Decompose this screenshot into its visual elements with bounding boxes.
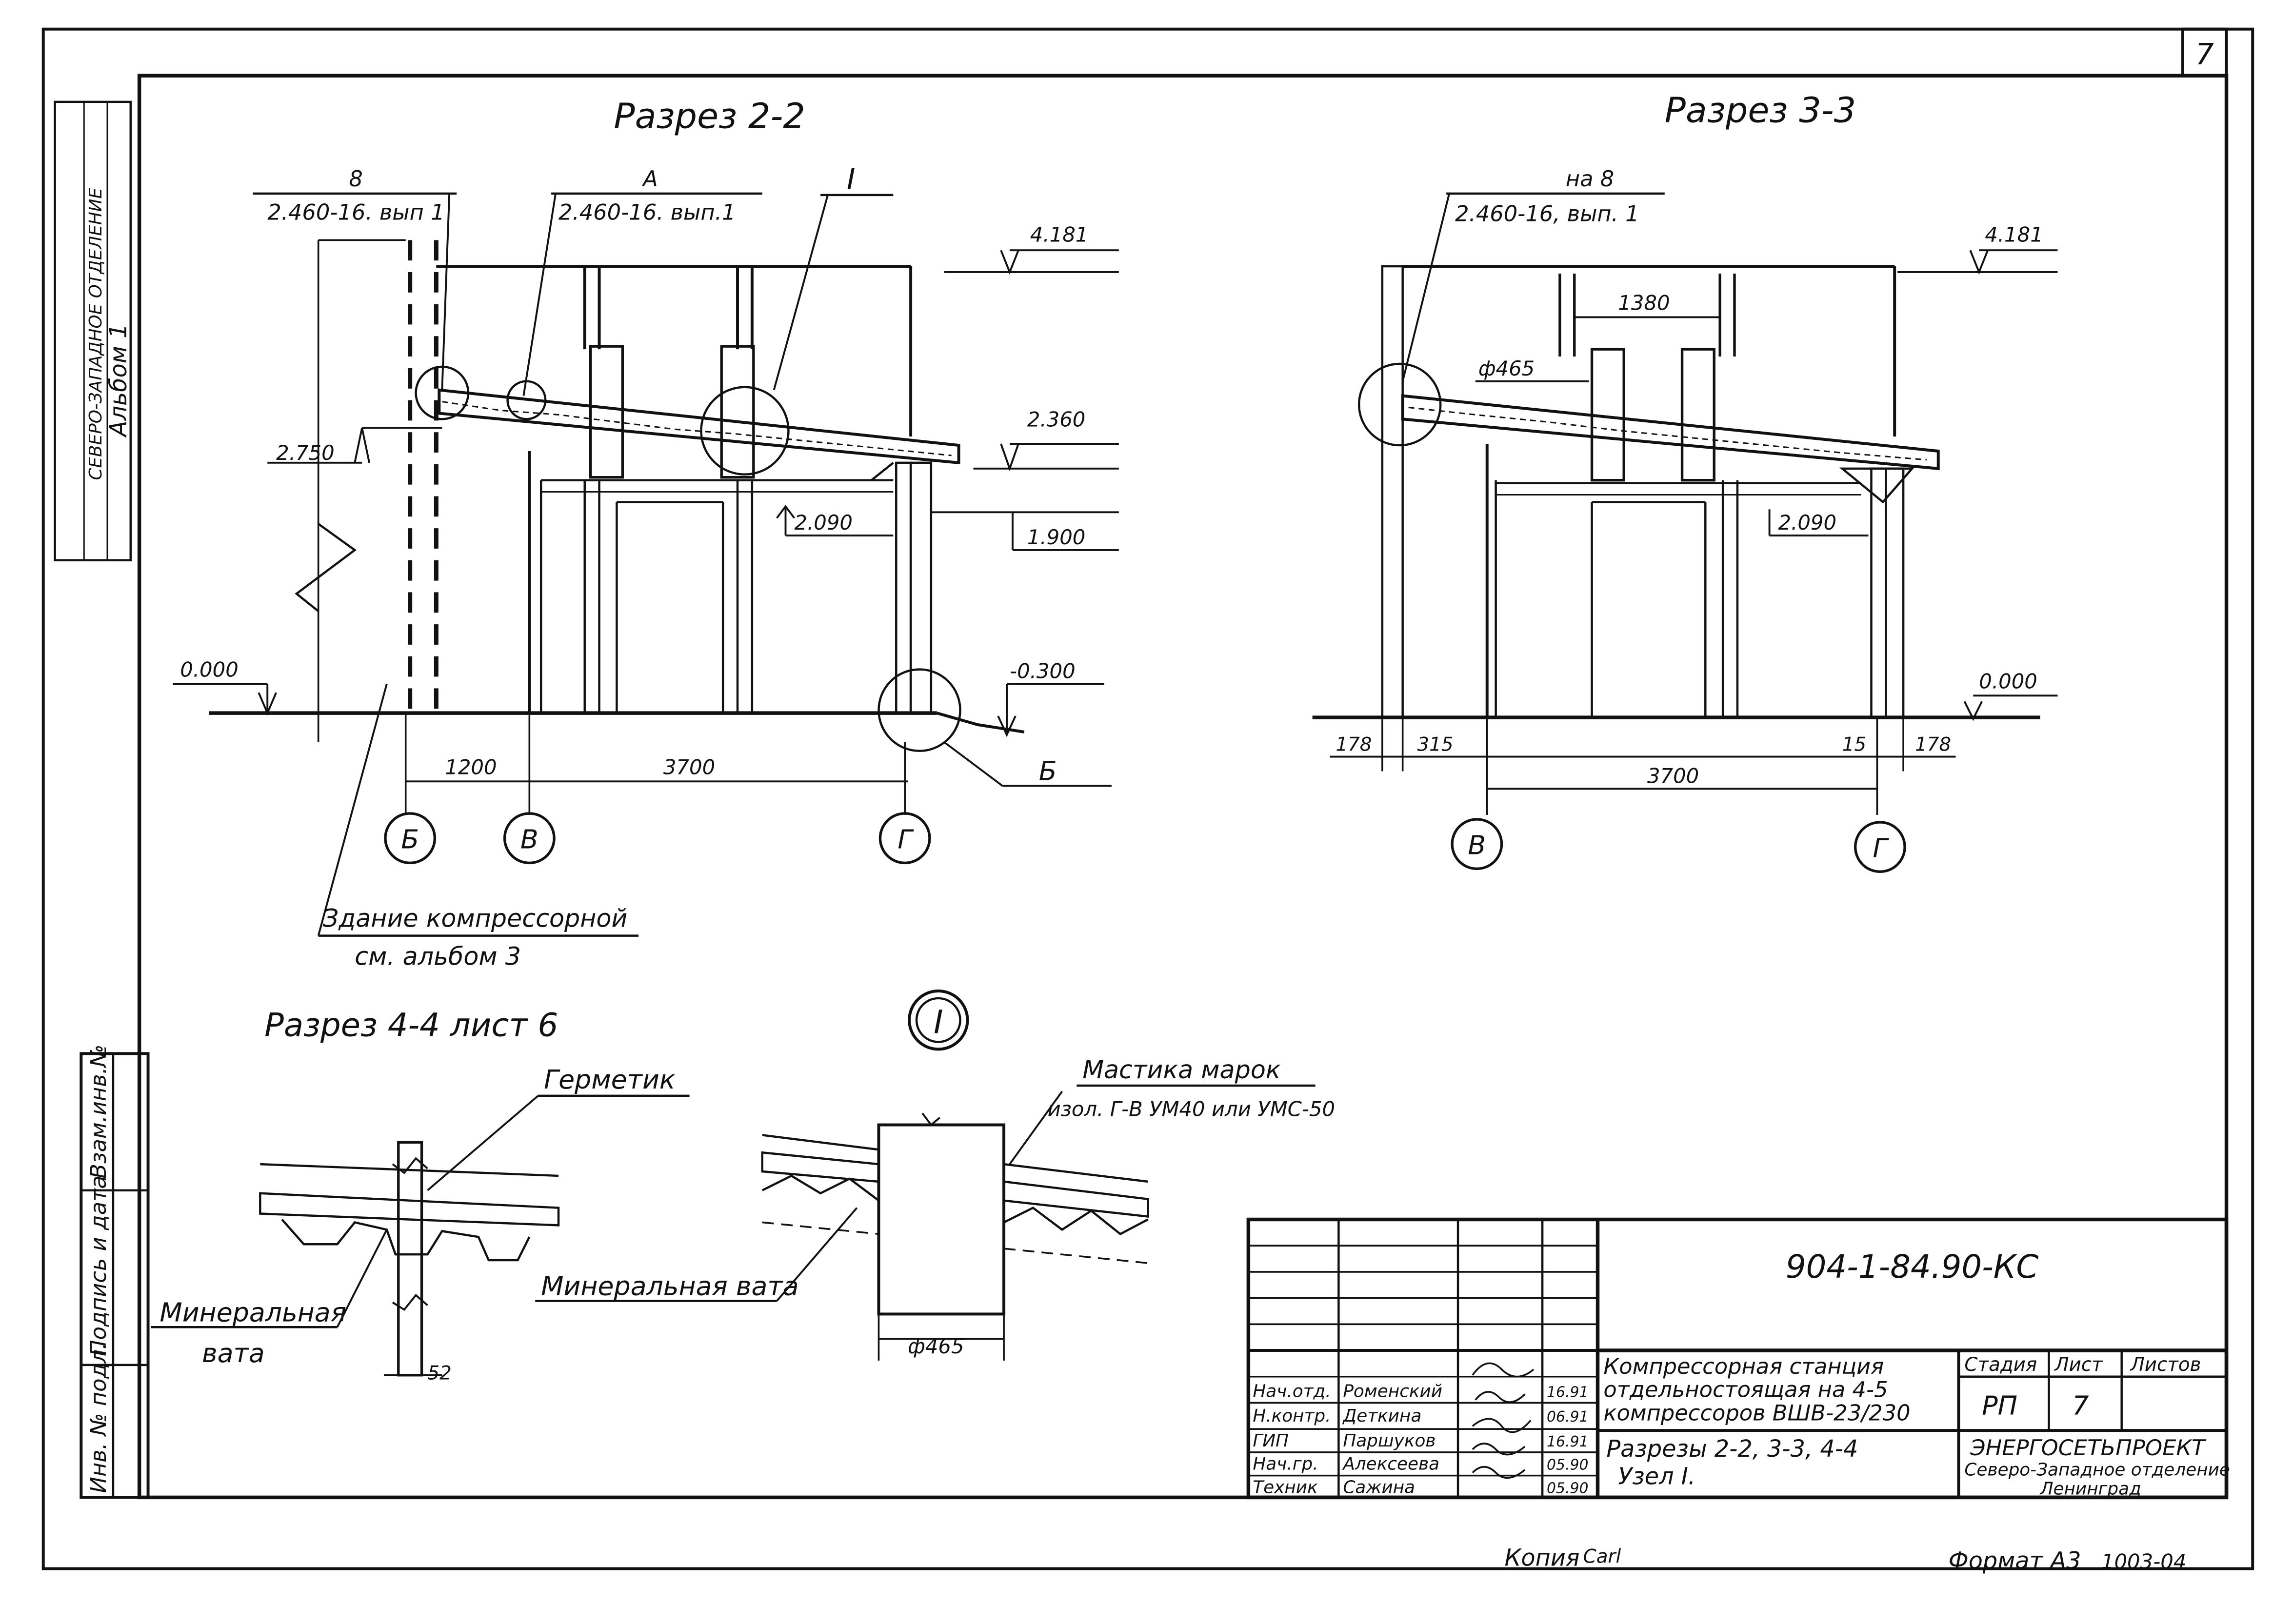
label-mastic-line1: Мастика марок xyxy=(1082,1055,1281,1084)
copy-label: Копия xyxy=(1505,1545,1580,1572)
outer-border xyxy=(41,27,2254,1570)
name-3: Алексеева xyxy=(1342,1454,1439,1474)
callout-3-3-top: на 8 xyxy=(1566,166,1614,192)
level-0000-2-2: 0.000 xyxy=(180,658,239,682)
dim-phi465-node-i: ф465 xyxy=(908,1334,964,1358)
callout-8-bottom: 2.460-16. вып 1 xyxy=(267,199,444,225)
level-2360: 2.360 xyxy=(1027,407,1086,431)
level-marks-2-2: 4.181 2.360 2.750 2.090 1.900 0.000 -0. xyxy=(173,222,1119,737)
node-i-detail: I Мастика марок изол. Г-В УМ40 или УМС-5… xyxy=(535,990,1335,1361)
sheet-title-line2: Узел I. xyxy=(1618,1464,1695,1490)
level-4181: 4.181 xyxy=(1030,222,1089,246)
date-0: 16.91 xyxy=(1547,1384,1588,1401)
role-2: ГИП xyxy=(1253,1431,1289,1451)
label-wool-4-4-line1: Минеральная xyxy=(160,1297,346,1327)
role-0: Нач.отд. xyxy=(1253,1382,1331,1402)
axis-g-3-3: Г xyxy=(1873,833,1889,864)
format-code: 1003-04 xyxy=(2101,1550,2187,1574)
hdr-stage: Стадия xyxy=(1964,1354,2037,1376)
signatures: Нач.отд. Роменский 16.91 Н.контр. Деткин… xyxy=(1253,1362,1588,1497)
dim-3700-2-2: 3700 xyxy=(663,755,715,779)
page-number: 7 xyxy=(2195,38,2214,71)
callout-a-top: А xyxy=(641,166,658,192)
name-2: Паршуков xyxy=(1343,1431,1436,1451)
dim-52: 52 xyxy=(427,1363,451,1385)
label-hermetic: Герметик xyxy=(544,1064,676,1095)
level-1900: 1.900 xyxy=(1027,525,1086,549)
copy-signature: Carl xyxy=(1583,1546,1621,1568)
note-see-album: см. альбом 3 xyxy=(355,942,521,970)
node-ref-b: Б xyxy=(1039,755,1057,786)
role-3: Нач.гр. xyxy=(1253,1454,1318,1474)
level-2090: 2.090 xyxy=(794,511,853,535)
date-2: 16.91 xyxy=(1547,1433,1588,1450)
level-0000-3-3: 0.000 xyxy=(1979,669,2037,693)
date-3: 05.90 xyxy=(1547,1457,1588,1474)
label-wool-4-4-line2: вата xyxy=(202,1338,265,1368)
dim-315: 315 xyxy=(1417,734,1453,756)
stamp-cell-replace: Взам.инв.№ xyxy=(85,1045,111,1179)
hdr-sheets: Листов xyxy=(2130,1354,2201,1376)
hdr-sheet: Лист xyxy=(2054,1354,2103,1376)
callout-3-3-bottom: 2.460-16, вып. 1 xyxy=(1455,201,1639,227)
callout-a-bottom: 2.460-16. вып.1 xyxy=(558,199,736,225)
axis-g-2-2: Г xyxy=(897,824,914,855)
page-number-box xyxy=(2181,27,2228,78)
level-2750: 2.750 xyxy=(276,441,335,465)
stage-value: РП xyxy=(1982,1390,2017,1421)
callout-8-top: 8 xyxy=(349,166,362,192)
label-wool-node-i: Минеральная вата xyxy=(541,1271,798,1302)
axis-b-2-2: Б xyxy=(401,824,419,855)
stamp-cell-signature: Подпись и дата xyxy=(85,1175,111,1356)
sheet-number-value: 7 xyxy=(2072,1390,2089,1421)
axis-v-2-2: В xyxy=(520,824,538,855)
date-1: 06.91 xyxy=(1547,1408,1588,1426)
section-3-3: Разрез 3-3 на 8 2.460-16, вып. 1 xyxy=(1312,90,2058,873)
format-label: Формат А3 xyxy=(1949,1548,2081,1575)
dim-3700-3-3: 3700 xyxy=(1647,764,1699,788)
level-minus-0300: -0.300 xyxy=(1010,659,1076,683)
org-line2: Северо-Западное отделение xyxy=(1964,1460,2230,1480)
object-line3: компрессоров ВШВ-23/230 xyxy=(1603,1400,1910,1426)
callout-node-i: I xyxy=(847,163,856,197)
section-4-4-title: Разрез 4-4 лист 6 xyxy=(264,1007,558,1044)
name-4: Сажина xyxy=(1343,1477,1415,1497)
dim-1380: 1380 xyxy=(1618,291,1670,315)
section-2-2-title: Разрез 2-2 xyxy=(614,96,805,137)
section-4-4: Разрез 4-4 лист 6 Герметик Минеральная в… xyxy=(151,1007,690,1385)
org-line3: Ленинград xyxy=(2039,1479,2141,1499)
date-4: 05.90 xyxy=(1547,1480,1588,1497)
level-2090-3-3: 2.090 xyxy=(1778,511,1837,535)
note-compressor-building: Здание компрессорной xyxy=(323,904,628,933)
drawing-code: 904-1-84.90-КС xyxy=(1786,1248,2039,1286)
level-4181-3-3: 4.181 xyxy=(1985,222,2043,246)
dim-1200: 1200 xyxy=(445,755,497,779)
name-1: Деткина xyxy=(1342,1406,1421,1426)
stamp-cell-inventory: Инв. № подл. xyxy=(85,1343,111,1493)
side-stamp-org: СЕВЕРО-ЗАПАДНОЕ ОТДЕЛЕНИЕ xyxy=(86,187,106,480)
object-line1: Компрессорная станция xyxy=(1603,1353,1884,1379)
title-block: 904-1-84.90-КС Компрессорная станция отд… xyxy=(1246,1217,2230,1500)
dim-178-left: 178 xyxy=(1336,734,1372,756)
role-1: Н.контр. xyxy=(1253,1406,1331,1426)
sheet-title-line1: Разрезы 2-2, 3-3, 4-4 xyxy=(1606,1436,1858,1463)
section-3-3-title: Разрез 3-3 xyxy=(1665,90,1856,131)
role-4: Техник xyxy=(1253,1477,1318,1497)
side-stamp: СЕВЕРО-ЗАПАДНОЕ ОТДЕЛЕНИЕ Альбом 1 xyxy=(54,100,132,562)
label-mastic-line2: изол. Г-В УМ40 или УМС-50 xyxy=(1048,1097,1335,1121)
node-i-marker: I xyxy=(934,1004,943,1041)
name-0: Роменский xyxy=(1343,1382,1442,1402)
org-line1: ЭНЕРГОСЕТЬПРОЕКТ xyxy=(1970,1435,2207,1461)
dim-phi465-3-3: ф465 xyxy=(1478,356,1535,380)
object-line2: отдельностоящая на 4-5 xyxy=(1603,1377,1888,1403)
section-2-2: Разрез 2-2 8 2.460-16. вып 1 А 2.460-16.… xyxy=(173,96,1119,970)
inventory-stamp: Взам.инв.№ Подпись и дата Инв. № подл. xyxy=(80,1045,150,1499)
dim-15: 15 xyxy=(1842,734,1866,756)
dim-178-right: 178 xyxy=(1915,734,1951,756)
axis-v-3-3: В xyxy=(1468,830,1486,861)
inner-frame xyxy=(137,74,2229,1500)
side-stamp-album: Альбом 1 xyxy=(105,324,132,438)
